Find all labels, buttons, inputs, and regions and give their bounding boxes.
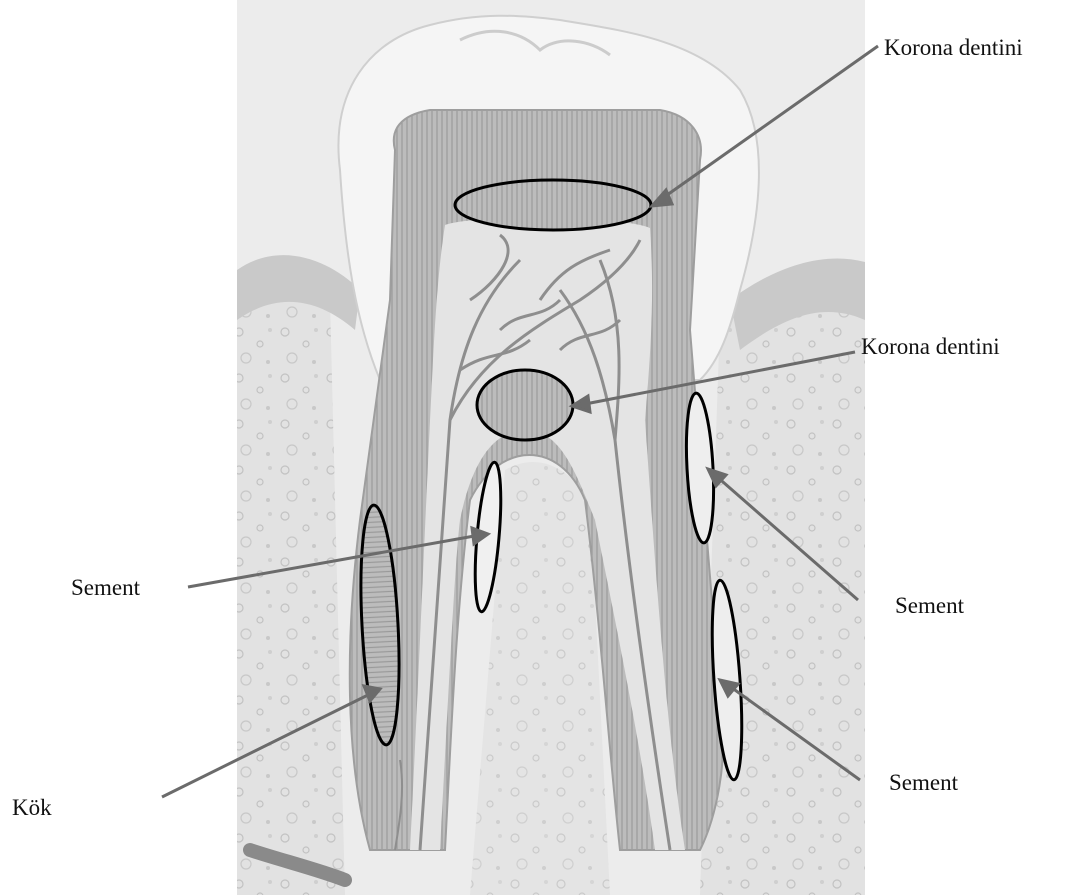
label-cement-right-lower: Sement bbox=[889, 770, 958, 796]
label-root: Kök bbox=[12, 795, 52, 821]
bone-left bbox=[237, 284, 345, 895]
label-cement-left: Sement bbox=[71, 575, 140, 601]
crown-dentin-region-mid bbox=[477, 370, 573, 440]
label-crown-dentin-top: Korona dentini bbox=[884, 35, 1023, 61]
label-crown-dentin-mid: Korona dentini bbox=[861, 334, 1000, 360]
crown-dentin-region-top bbox=[455, 180, 651, 230]
bone-right bbox=[700, 268, 865, 895]
label-cement-right-upper: Sement bbox=[895, 593, 964, 619]
